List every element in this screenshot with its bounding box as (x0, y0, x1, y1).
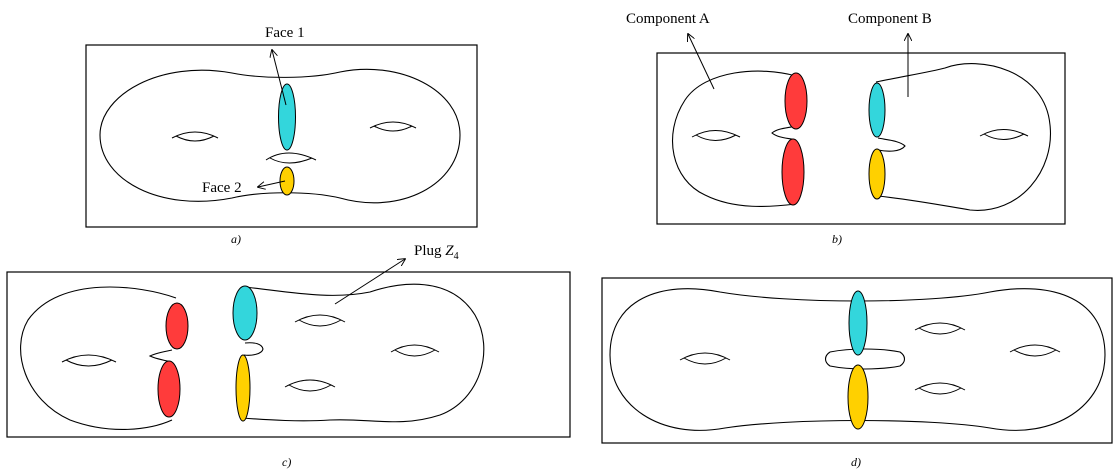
red-disk-top (165, 302, 189, 350)
component-b-yellow-disk (868, 148, 886, 200)
plug-arrow (334, 259, 405, 305)
component-a-outline (672, 70, 797, 207)
panel-a-frame (85, 44, 478, 228)
panel-c: Plug Z4 c) (6, 243, 571, 469)
left-neck (148, 349, 173, 363)
panel-c-caption: c) (282, 455, 291, 469)
surface-outline (609, 288, 1106, 431)
face-1-label: Face 1 (265, 25, 305, 41)
handle (979, 129, 1029, 140)
component-a-label: Component A (626, 11, 710, 27)
handle (914, 382, 966, 395)
panel-a: Face 1 Face 2 a) (85, 25, 478, 246)
component-a-red-disk-top (784, 72, 808, 130)
face-2-arrow (258, 180, 286, 187)
handle (679, 352, 731, 365)
handle (284, 379, 336, 392)
panel-c-frame (6, 271, 571, 438)
component-b-outline (875, 63, 1052, 211)
surface-outline (99, 68, 461, 204)
component-b-cyan-disk (868, 82, 886, 138)
face-2-disk (279, 166, 295, 196)
component-b-label: Component B (848, 11, 932, 27)
cyan-disk (232, 285, 258, 341)
glued-neck (824, 348, 906, 370)
handle (171, 131, 219, 142)
handle (294, 314, 346, 327)
component-b-neck (877, 137, 906, 152)
panel-d-caption: d) (851, 455, 861, 469)
handle (265, 152, 317, 164)
panel-d-frame (601, 277, 1113, 444)
handle (369, 121, 417, 132)
plug-label: Plug Z4 (414, 243, 459, 262)
cyan-disk (848, 290, 868, 356)
handle (914, 322, 966, 335)
panel-b: Component A Component B b) (626, 11, 1066, 246)
panel-b-caption: b) (832, 232, 842, 246)
yellow-disk (847, 364, 869, 430)
yellow-disk (235, 354, 251, 422)
face-1-disk (278, 83, 296, 151)
left-component-outline (20, 286, 177, 431)
right-component-outline (241, 283, 485, 423)
panel-a-caption: a) (231, 232, 241, 246)
handle (61, 354, 117, 367)
component-a-arrow (688, 34, 715, 90)
panel-b-frame (656, 52, 1066, 225)
component-a-red-disk-bottom (781, 138, 805, 206)
right-neck (243, 342, 264, 356)
panel-d: d) (601, 277, 1113, 469)
face-1-arrow (272, 50, 287, 106)
face-2-label: Face 2 (202, 180, 242, 196)
component-a-neck (771, 125, 797, 141)
red-disk-bottom (157, 360, 181, 418)
handle (390, 344, 440, 357)
handle (691, 130, 741, 141)
handle (1009, 344, 1061, 357)
